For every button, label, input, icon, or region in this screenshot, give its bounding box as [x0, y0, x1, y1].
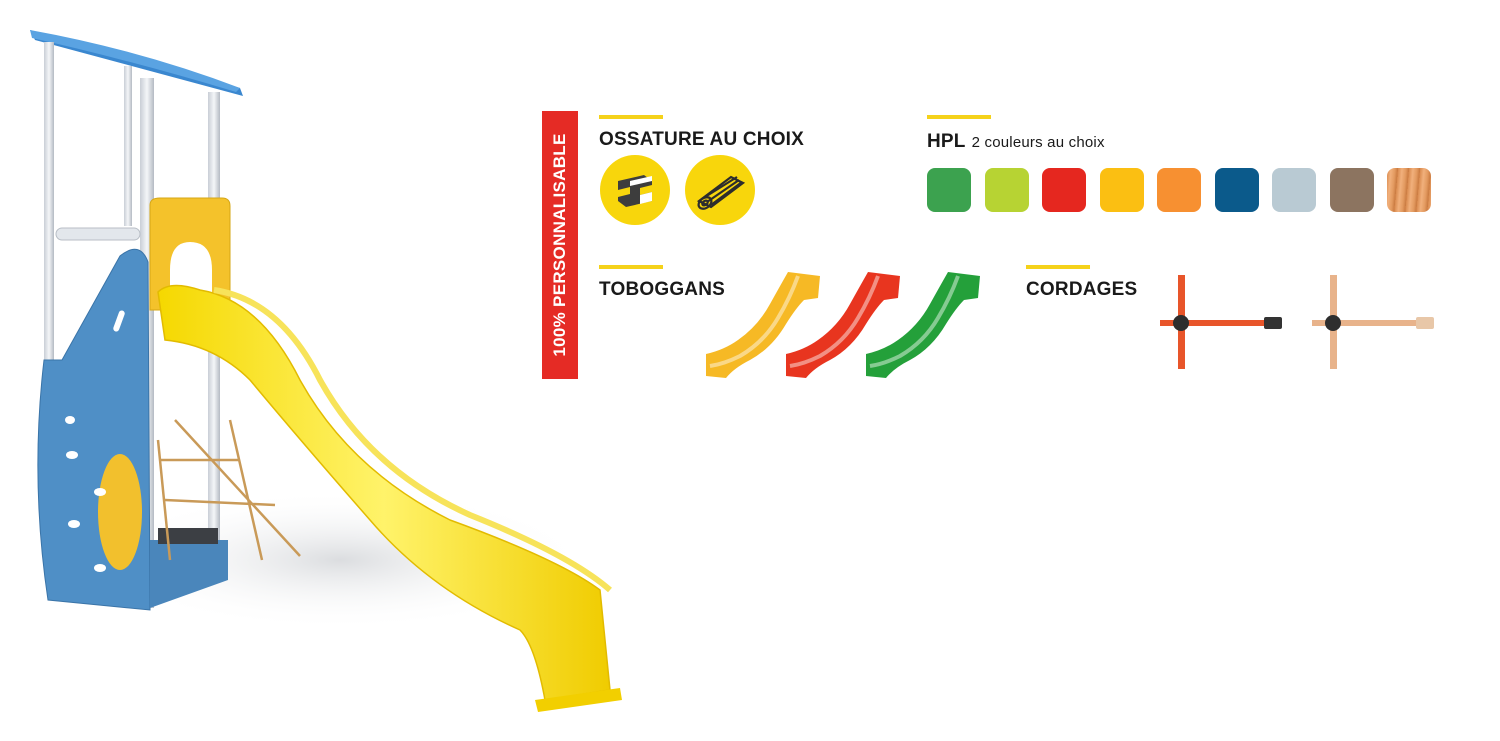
ropes-section-title: CORDAGES: [1026, 279, 1138, 300]
banner-text: 100% PERSONNALISABLE: [550, 133, 569, 357]
hpl-title: HPL: [927, 131, 966, 152]
hpl-accent-bar: [927, 115, 991, 119]
hpl-swatch[interactable]: [1157, 168, 1201, 212]
rope-connector-option[interactable]: [1312, 275, 1436, 369]
slides-accent-bar: [599, 265, 663, 269]
hpl-section-title: HPL 2 couleurs au choix: [927, 131, 1105, 153]
steel-beam-icon[interactable]: [600, 155, 670, 225]
frame-section-title: OSSATURE AU CHOIX: [599, 129, 805, 150]
hpl-swatch[interactable]: [927, 168, 971, 212]
product-image-playground-slide: [30, 30, 622, 712]
ropes-accent-bar: [1026, 265, 1090, 269]
wood-log-icon[interactable]: [685, 155, 755, 225]
hpl-swatch[interactable]: [984, 168, 1029, 212]
personalizable-banner: 100% PERSONNALISABLE: [542, 111, 578, 379]
frame-accent-bar: [599, 115, 663, 119]
slides-section-title: TOBOGGANS: [599, 279, 726, 300]
hpl-swatch[interactable]: [1272, 168, 1316, 212]
slide-color-option[interactable]: [860, 268, 980, 380]
rope-connector-option[interactable]: [1160, 275, 1284, 369]
hpl-subtitle: 2 couleurs au choix: [971, 134, 1105, 151]
hpl-swatch[interactable]: [1099, 168, 1144, 212]
hpl-swatch[interactable]: [1214, 168, 1259, 212]
hpl-swatch[interactable]: [1329, 168, 1374, 212]
hpl-swatch-wood[interactable]: [1387, 168, 1431, 212]
slide-color-option[interactable]: [780, 268, 900, 380]
slide-color-option[interactable]: [700, 268, 820, 380]
hpl-swatch[interactable]: [1042, 168, 1086, 212]
